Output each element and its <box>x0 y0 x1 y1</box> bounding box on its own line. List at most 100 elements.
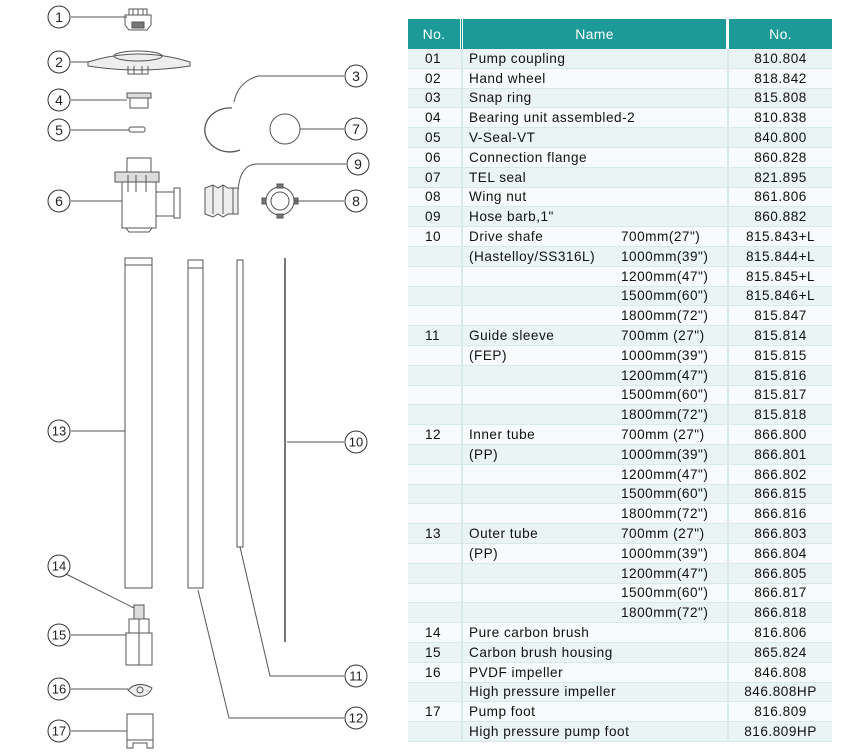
cell-code: 815.846+L <box>729 286 833 307</box>
cell-code: 815.847 <box>729 306 833 327</box>
cell-name: Bearing unit assembled-2 <box>463 108 635 129</box>
cell-length: 1500mm(60") <box>621 385 730 406</box>
cell-code: 815.816 <box>729 365 833 386</box>
header-name: Name <box>463 19 730 49</box>
cell-length <box>621 207 730 228</box>
cell-name <box>463 603 621 624</box>
cell-code: 815.844+L <box>729 246 833 267</box>
cell-code: 866.805 <box>729 563 833 584</box>
part-outer-tube <box>124 257 153 589</box>
callout-14-label: 14 <box>52 559 66 574</box>
cell-no: 08 <box>408 187 463 208</box>
table-row: 1200mm(47")815.845+L <box>408 266 833 287</box>
callout-6-label: 6 <box>55 193 63 209</box>
exploded-parts-diagram: 1 2 3 4 5 6 7 8 9 10 11 12 13 14 15 16 1… <box>47 5 370 749</box>
cell-code: 815.818 <box>729 405 833 426</box>
table-row: 1800mm(72")866.818 <box>408 603 833 624</box>
cell-no: 03 <box>408 88 463 109</box>
cell-no <box>408 583 463 604</box>
cell-name: High pressure pump foot <box>463 722 629 742</box>
cell-name: Carbon brush housing <box>463 642 621 663</box>
cell-no <box>408 543 463 564</box>
cell-length <box>621 623 730 643</box>
cell-code: 860.882 <box>729 207 833 228</box>
cell-code: 810.804 <box>729 49 833 69</box>
part-connection-flange <box>114 157 181 233</box>
callout-5 <box>47 118 71 142</box>
table-row: (PP)1000mm(39")866.801 <box>408 444 833 465</box>
cell-length <box>621 128 730 148</box>
cell-name: Connection flange <box>463 147 621 168</box>
cell-code: 818.842 <box>729 68 833 89</box>
cell-no <box>408 385 463 406</box>
cell-name <box>463 504 621 525</box>
part-impeller <box>127 684 153 697</box>
callout-6 <box>47 189 71 213</box>
cell-length: 700mm (27") <box>621 326 730 346</box>
cell-length <box>621 722 730 742</box>
cell-code: 861.806 <box>729 187 833 208</box>
table-row: 1200mm(47")866.805 <box>408 563 833 584</box>
cell-code: 865.824 <box>729 642 833 663</box>
part-hand-wheel <box>87 50 191 75</box>
cell-no <box>408 306 463 327</box>
table-row: (PP)1000mm(39")866.804 <box>408 543 833 564</box>
callout-14 <box>47 554 71 578</box>
cell-code: 846.808HP <box>729 682 833 703</box>
header-no: No. <box>408 19 463 49</box>
part-pump-coupling <box>124 8 152 31</box>
cell-length: 1800mm(72") <box>621 603 730 624</box>
cell-no <box>408 405 463 426</box>
cell-length <box>621 702 730 723</box>
cell-no: 06 <box>408 147 463 168</box>
callout-1 <box>47 5 71 29</box>
cell-no: 10 <box>408 227 463 247</box>
cell-name <box>463 306 621 327</box>
cell-no: 14 <box>408 623 463 643</box>
callout-12 <box>344 706 368 730</box>
cell-no: 13 <box>408 524 463 544</box>
cell-code: 815.843+L <box>729 227 833 247</box>
cell-code: 866.817 <box>729 583 833 604</box>
cell-code: 866.802 <box>729 464 833 485</box>
cell-name: High pressure impeller <box>463 682 621 703</box>
callout-11 <box>344 664 368 688</box>
cell-no: 16 <box>408 662 463 683</box>
cell-no: 02 <box>408 68 463 89</box>
cell-name: Outer tube <box>463 524 621 544</box>
cell-code: 816.809HP <box>729 722 833 742</box>
cell-name: Hand wheel <box>463 68 621 89</box>
table-row: 1800mm(72")866.816 <box>408 504 833 525</box>
cell-name <box>463 385 621 406</box>
cell-no: 12 <box>408 425 463 445</box>
cell-code: 810.838 <box>729 108 833 129</box>
cell-no <box>408 286 463 307</box>
callout-3-label: 3 <box>352 68 360 84</box>
callout-11-label: 11 <box>349 669 363 684</box>
cell-name: Snap ring <box>463 88 621 109</box>
table-row: 1800mm(72")815.847 <box>408 306 833 327</box>
part-v-seal <box>128 126 146 133</box>
cell-no: 17 <box>408 702 463 723</box>
cell-length <box>621 187 730 208</box>
cell-code: 840.800 <box>729 128 833 148</box>
part-inner-tube <box>187 259 204 589</box>
cell-code: 815.845+L <box>729 266 833 287</box>
cell-code: 816.806 <box>729 623 833 643</box>
part-hose-barb <box>204 184 239 218</box>
callout-10-label: 10 <box>349 435 363 450</box>
table-row: High pressure impeller 846.808HP <box>408 682 833 703</box>
callout-16-label: 16 <box>52 682 66 697</box>
cell-code: 860.828 <box>729 147 833 168</box>
